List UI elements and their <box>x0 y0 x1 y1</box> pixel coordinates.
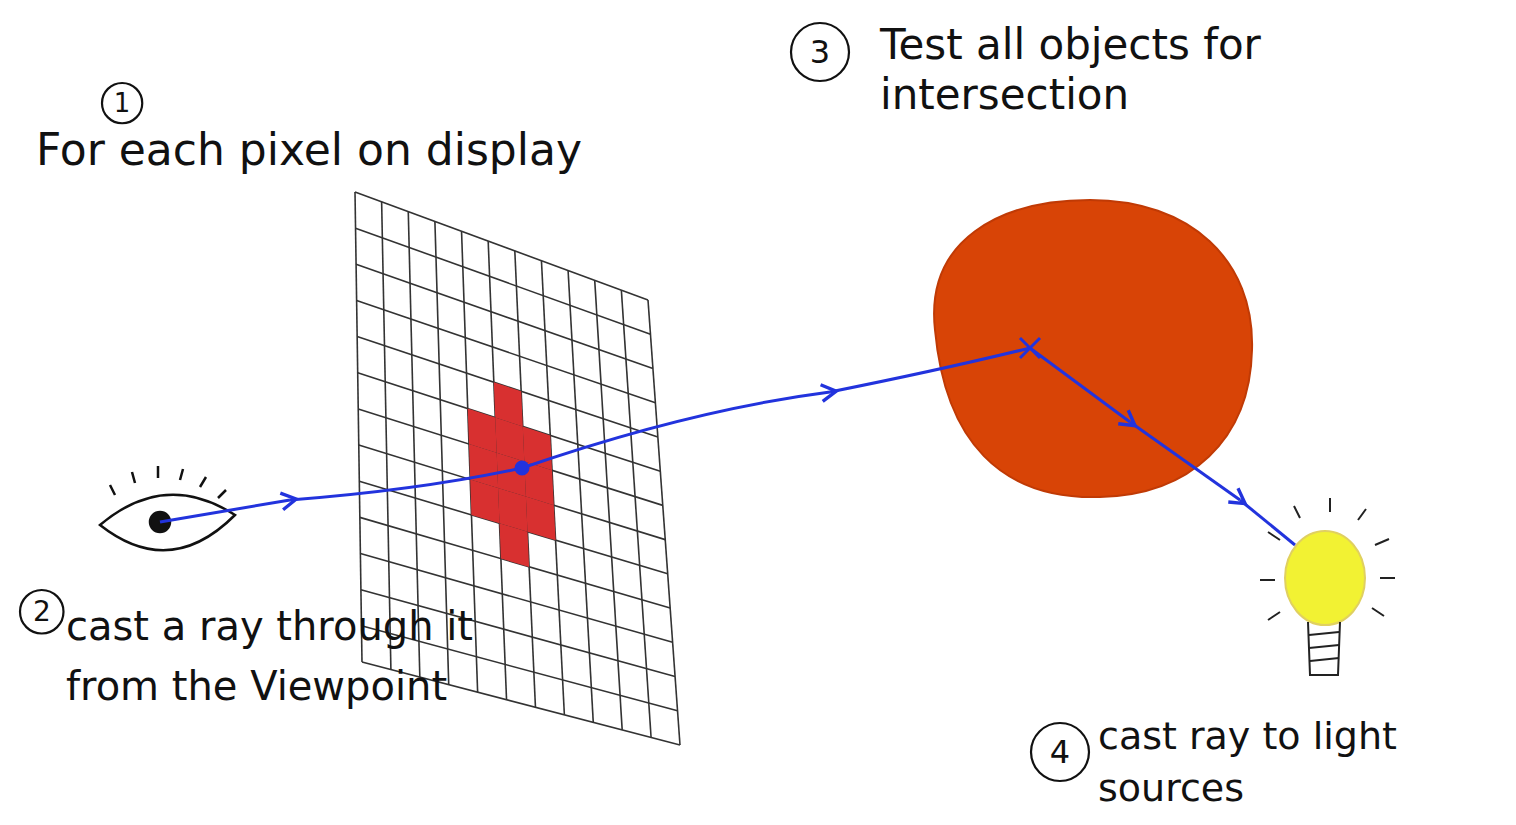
callout-number: 3 <box>810 33 830 71</box>
pixel-grid <box>355 192 680 745</box>
callout-circle: 1 <box>100 81 144 125</box>
light-bulb <box>1260 498 1395 675</box>
handwritten-note: cast ray to light sources <box>1098 710 1506 814</box>
callout-circle: 4 <box>1029 721 1091 783</box>
callout-circle: 2 <box>18 588 66 636</box>
sphere <box>934 200 1252 497</box>
callout-number: 2 <box>33 595 51 628</box>
handwritten-note: For each pixel on display <box>36 122 676 178</box>
rays <box>160 338 1295 545</box>
eye <box>100 466 235 550</box>
callout-circle: 3 <box>789 21 851 83</box>
callout-number: 1 <box>114 88 131 118</box>
handwritten-note: cast a ray through it from the Viewpoint <box>66 596 536 716</box>
callout-number: 4 <box>1050 733 1070 771</box>
handwritten-note: Test all objects for intersection <box>880 20 1280 120</box>
red-pixels <box>468 382 556 567</box>
